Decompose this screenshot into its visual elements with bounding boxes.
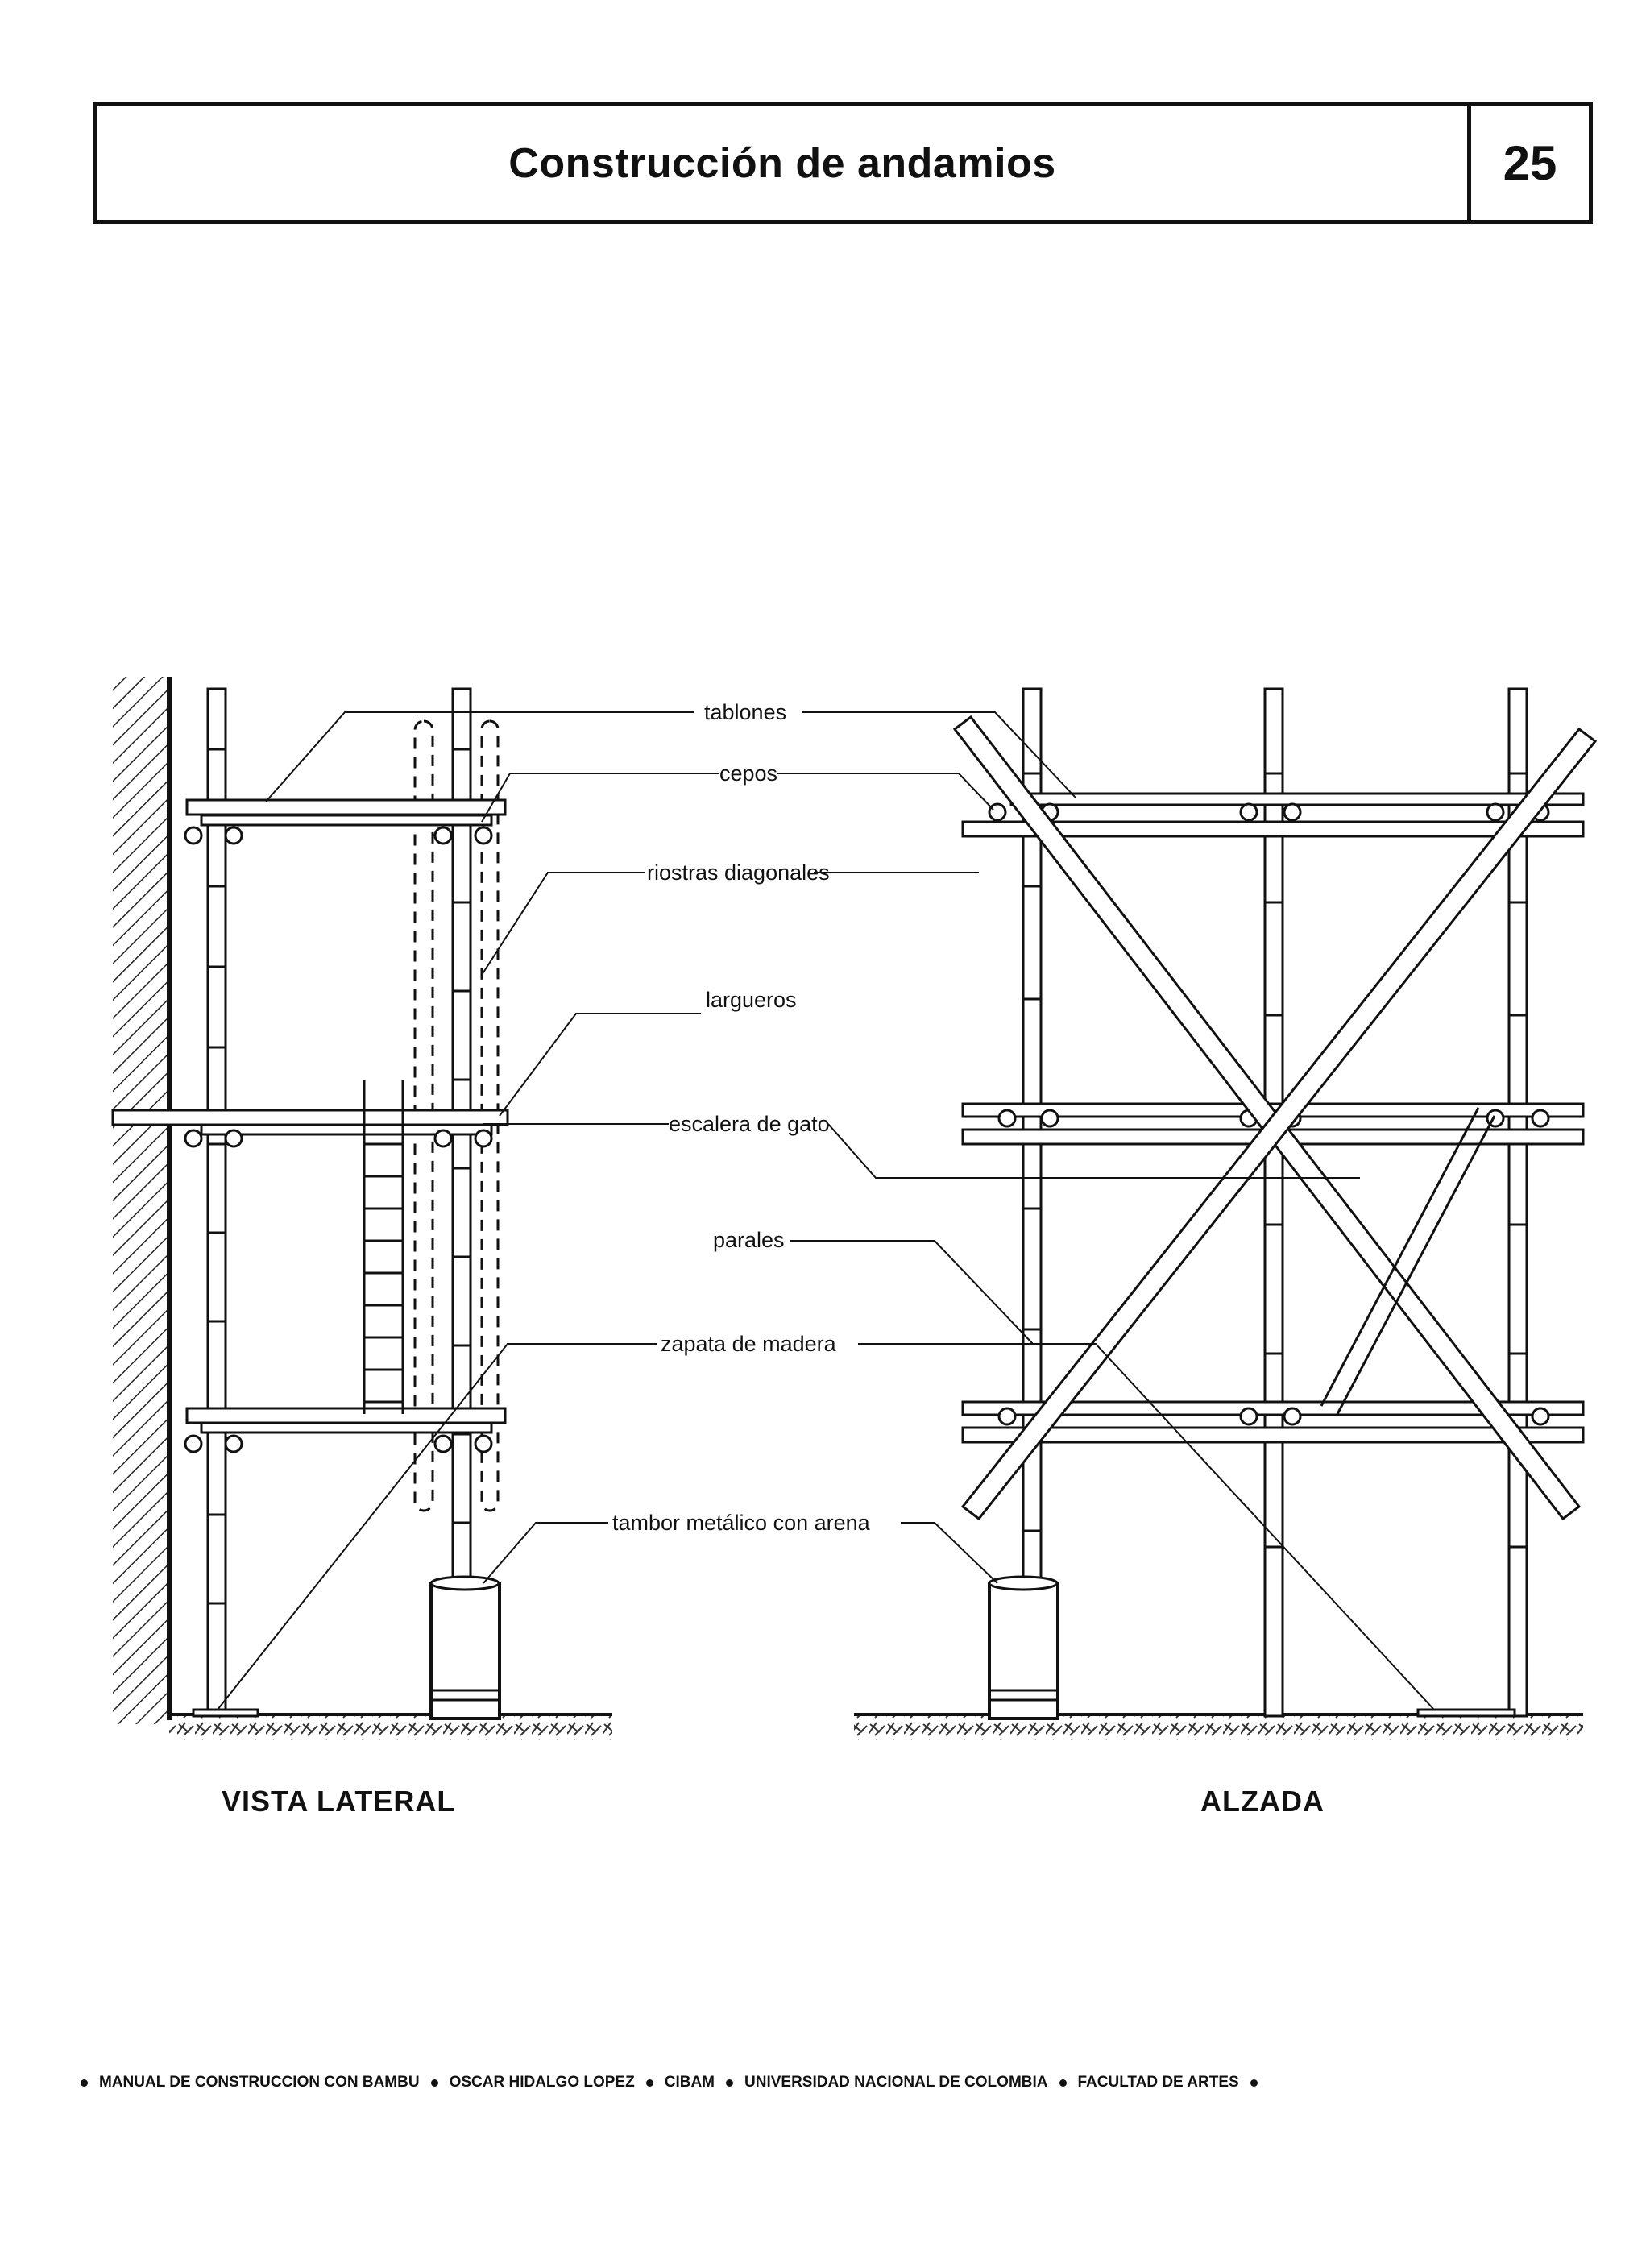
header-divider xyxy=(1467,106,1471,220)
drum-right xyxy=(988,1575,1059,1720)
side-view xyxy=(111,677,612,1740)
header-box: Construcción de andamios 25 xyxy=(93,102,1593,224)
label-tambor: tambor metálico con arena xyxy=(612,1511,871,1535)
post-outer xyxy=(451,687,472,1718)
posts-right xyxy=(1022,687,1528,1718)
ground-right xyxy=(854,1714,1583,1740)
bullet-icon xyxy=(1059,2079,1067,2087)
bullet-icon xyxy=(1250,2079,1258,2087)
label-largueros: largueros xyxy=(706,988,797,1012)
wood-foot-right xyxy=(1416,1708,1516,1718)
label-zapata: zapata de madera xyxy=(661,1332,837,1356)
bullet-icon xyxy=(81,2079,88,2087)
ladder-right xyxy=(1320,1107,1496,1415)
post-inner xyxy=(206,687,227,1718)
wall-hatch xyxy=(113,677,169,1724)
page-title: Construcción de andamios xyxy=(508,139,1056,187)
footer: MANUAL DE CONSTRUCCION CON BAMBU OSCAR H… xyxy=(81,2074,1611,2092)
drum-left xyxy=(429,1575,501,1720)
footer-item: UNIVERSIDAD NACIONAL DE COLOMBIA xyxy=(744,2074,1048,2091)
footer-item: CIBAM xyxy=(664,2074,715,2091)
level-top xyxy=(184,798,507,845)
footer-item: MANUAL DE CONSTRUCCION CON BAMBU xyxy=(99,2074,420,2091)
ladder xyxy=(363,1080,404,1414)
ground-left xyxy=(169,1714,612,1740)
label-parales: parales xyxy=(713,1228,785,1252)
bullet-icon xyxy=(726,2079,733,2087)
diagonal-braces xyxy=(952,715,1598,1521)
wood-foot-left xyxy=(192,1708,259,1718)
footer-item: OSCAR HIDALGO LOPEZ xyxy=(449,2074,635,2091)
label-riostras: riostras diagonales xyxy=(647,860,830,885)
bullet-icon xyxy=(430,2079,438,2087)
page-number: 25 xyxy=(1503,136,1557,190)
bullet-icon xyxy=(645,2079,653,2087)
footer-item: FACULTAD DE ARTES xyxy=(1077,2074,1239,2091)
caption-elevation: ALZADA xyxy=(1200,1785,1325,1818)
label-cepos: cepos xyxy=(719,761,777,786)
level-bottom xyxy=(184,1407,507,1453)
leader-lines xyxy=(217,711,1435,1710)
caption-side-view: VISTA LATERAL xyxy=(222,1785,456,1818)
label-tablones: tablones xyxy=(704,700,786,724)
elevation-view xyxy=(854,687,1598,1740)
level-middle xyxy=(111,1109,509,1148)
label-escalera: escalera de gato xyxy=(669,1112,830,1136)
